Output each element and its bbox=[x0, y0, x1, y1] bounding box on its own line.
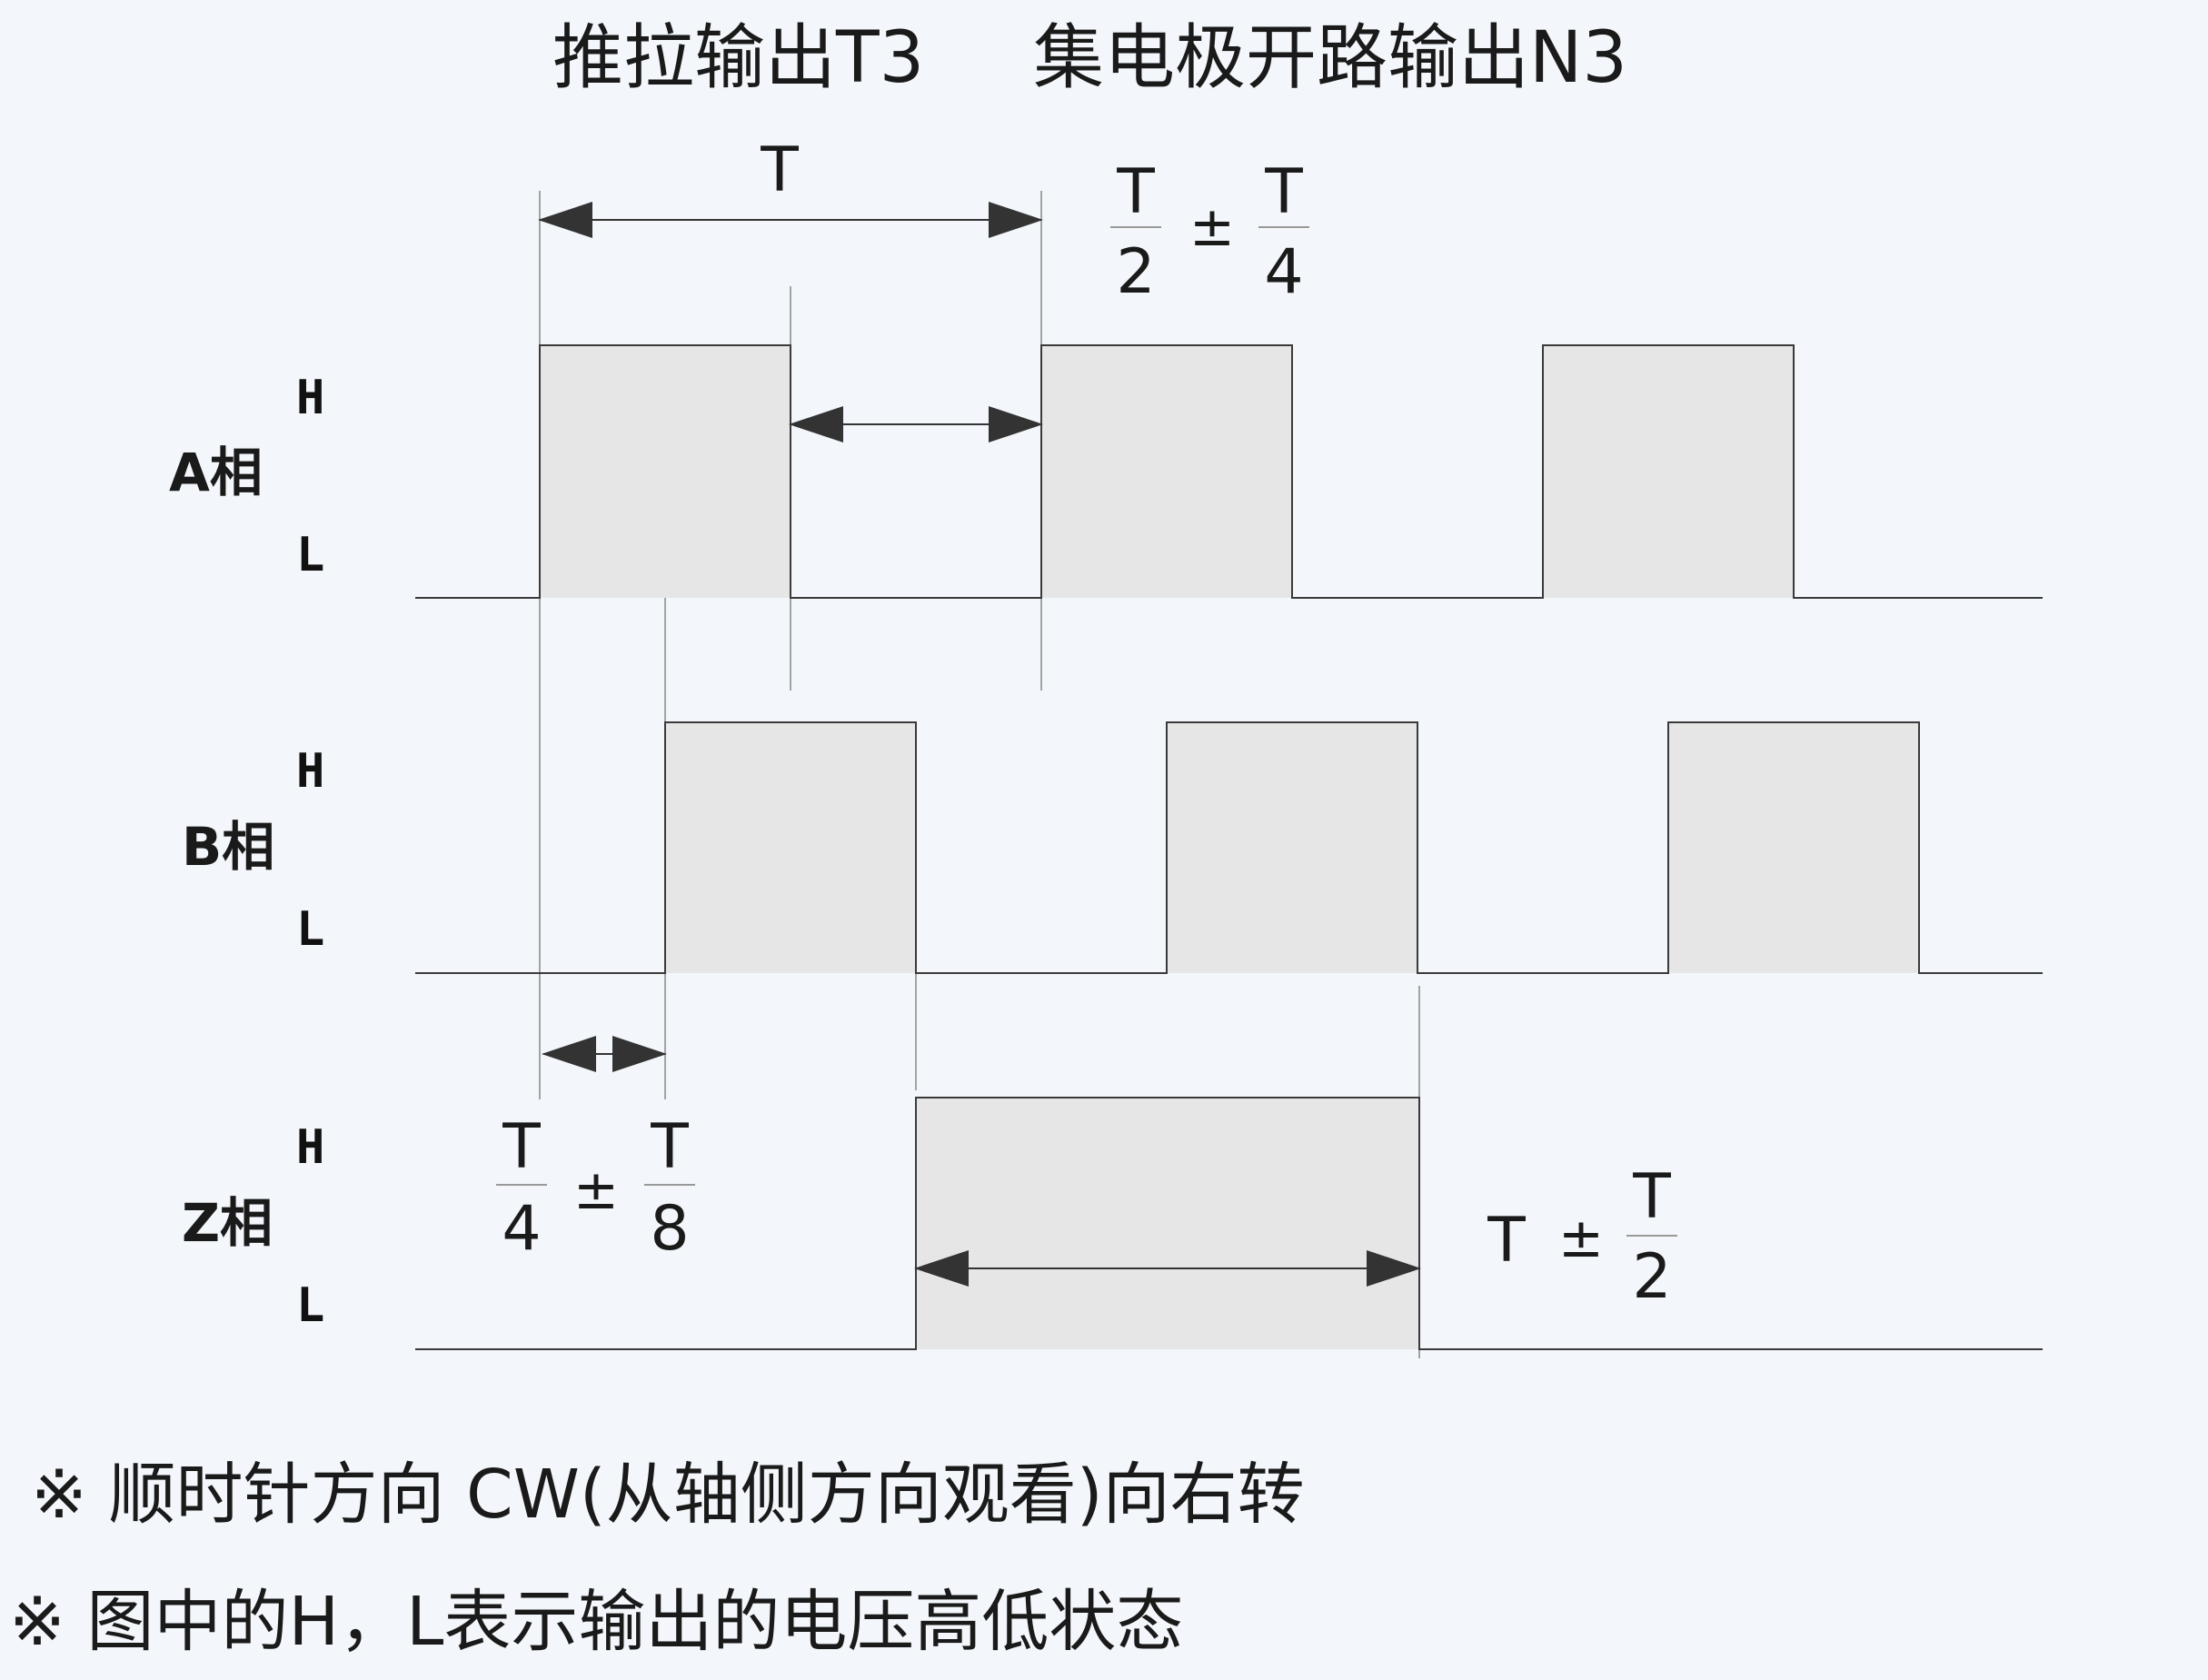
svg-text:T: T bbox=[1264, 156, 1303, 228]
note-cw: ※ 顺时针方向 CW(从轴侧方向观看)向右转 bbox=[31, 1456, 1305, 1534]
z-width-formula: T ± T 2 bbox=[1487, 1161, 1677, 1313]
period-label: T bbox=[760, 134, 799, 206]
quarter-period-formula: T 4 ± T 8 bbox=[496, 1111, 695, 1265]
a-phase-waveform bbox=[415, 344, 2043, 599]
phase-a-low: L bbox=[296, 528, 324, 582]
b-phase-waveform bbox=[415, 721, 2043, 974]
phase-z-high: H bbox=[296, 1120, 324, 1175]
phase-z-label: Z相 bbox=[182, 1192, 273, 1254]
phase-z-low: L bbox=[296, 1278, 324, 1333]
phase-b-low: L bbox=[296, 902, 324, 957]
svg-text:T: T bbox=[502, 1111, 541, 1183]
svg-text:2: 2 bbox=[1632, 1241, 1671, 1313]
dimension-arrows bbox=[538, 202, 1421, 1287]
title-open-collector: 集电极开路输出N3 bbox=[1033, 17, 1627, 99]
half-period-formula: T 2 ± T 4 bbox=[1110, 156, 1309, 308]
svg-text:T: T bbox=[1632, 1161, 1671, 1233]
note-hl: ※ 图中的H，L表示输出的电压高低状态 bbox=[9, 1583, 1184, 1661]
z-phase-waveform bbox=[415, 1097, 2043, 1350]
svg-text:±: ± bbox=[1189, 195, 1235, 259]
svg-text:T: T bbox=[1116, 156, 1155, 228]
svg-text:±: ± bbox=[1558, 1207, 1604, 1270]
phase-a-label: A相 bbox=[169, 442, 263, 503]
svg-text:2: 2 bbox=[1116, 236, 1155, 308]
svg-text:T: T bbox=[1487, 1205, 1526, 1277]
phase-b-high: H bbox=[296, 744, 324, 799]
svg-text:4: 4 bbox=[502, 1193, 541, 1265]
phase-b-label: B相 bbox=[182, 816, 274, 878]
svg-text:T: T bbox=[650, 1111, 689, 1183]
title-push-pull: 推拉输出T3 bbox=[552, 17, 924, 99]
svg-text:±: ± bbox=[573, 1158, 619, 1222]
svg-text:8: 8 bbox=[650, 1193, 689, 1265]
phase-a-high: H bbox=[296, 371, 324, 425]
svg-text:4: 4 bbox=[1264, 236, 1303, 308]
